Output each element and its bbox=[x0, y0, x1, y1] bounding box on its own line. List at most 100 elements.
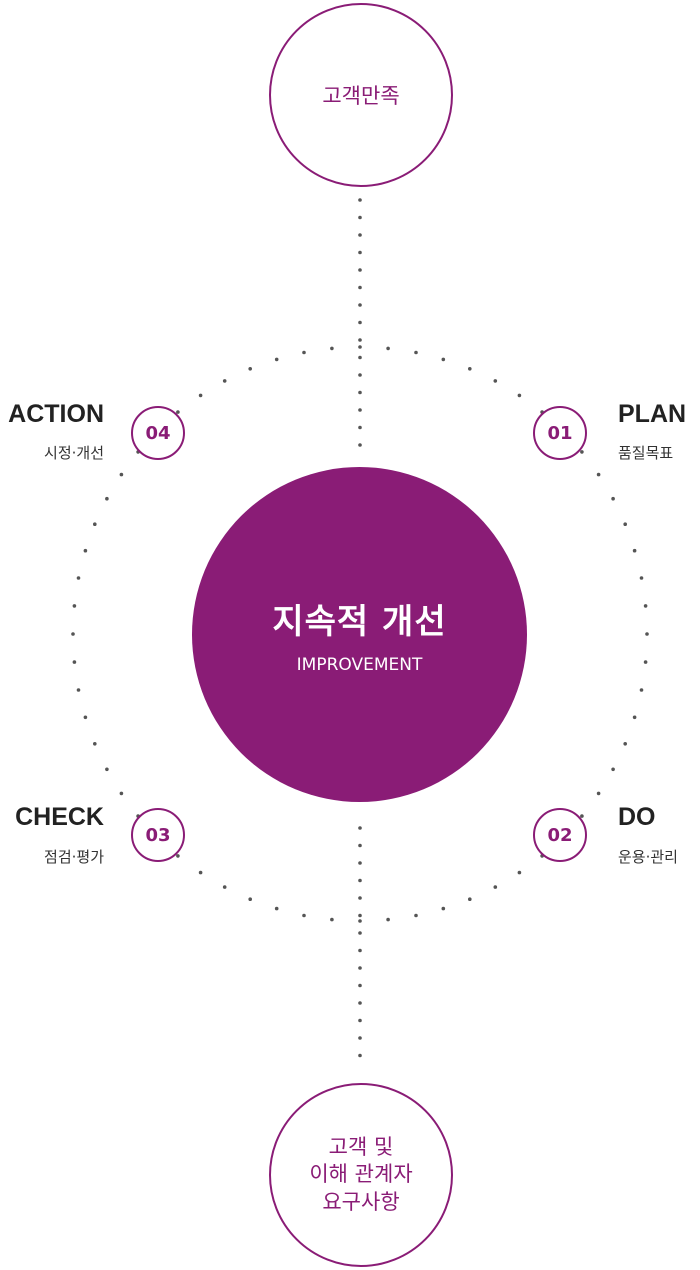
ring-dot bbox=[176, 854, 180, 858]
connector-dot bbox=[358, 443, 362, 447]
ring-dot bbox=[580, 814, 584, 818]
ring-dot bbox=[623, 742, 627, 746]
connector-dot bbox=[358, 913, 362, 918]
ring-dot bbox=[248, 367, 252, 371]
ring-dot bbox=[611, 767, 615, 772]
ring-dot bbox=[83, 548, 88, 553]
ring-dot bbox=[441, 906, 446, 911]
ring-dot bbox=[198, 393, 203, 398]
ring-dot bbox=[441, 357, 446, 362]
ring-dot bbox=[274, 357, 279, 362]
connector-dot bbox=[358, 303, 362, 307]
connector-dot bbox=[358, 931, 362, 935]
stage-desc-do: 운용·관리 bbox=[618, 848, 678, 866]
ring-dot bbox=[386, 346, 390, 351]
ring-dot bbox=[517, 870, 522, 875]
ring-dot bbox=[632, 715, 637, 720]
center-subtitle: IMPROVEMENT bbox=[296, 655, 423, 675]
bottom-node-label: 고객 및 이해 관계자 요구사항 bbox=[309, 1134, 412, 1216]
stage-badge-check: 03 bbox=[131, 808, 185, 862]
ring-dot bbox=[105, 767, 109, 772]
connector-dot bbox=[358, 843, 362, 848]
ring-dot bbox=[93, 742, 97, 746]
connector-dot bbox=[358, 966, 362, 970]
ring-dot bbox=[414, 350, 418, 355]
ring-dot bbox=[302, 913, 306, 918]
ring-dot bbox=[645, 632, 649, 636]
ring-dot bbox=[330, 917, 334, 922]
ring-dot bbox=[119, 791, 124, 796]
ring-dot bbox=[76, 688, 81, 692]
connector-dot bbox=[358, 896, 362, 900]
center-title: 지속적 개선 bbox=[272, 602, 447, 642]
stage-number: 04 bbox=[145, 422, 171, 444]
ring-dot bbox=[83, 715, 88, 720]
dotted-line-bottom bbox=[358, 826, 362, 1058]
stage-number: 02 bbox=[547, 824, 573, 846]
connector-dot bbox=[358, 408, 362, 412]
connector-dot bbox=[358, 983, 362, 988]
ring-dot bbox=[72, 604, 77, 608]
ring-dot bbox=[302, 350, 306, 355]
connector-dot bbox=[358, 390, 362, 395]
ring-dot bbox=[611, 496, 615, 501]
bottom-node-line-2: 이해 관계자 bbox=[309, 1162, 413, 1187]
stage-title-plan: PLAN bbox=[618, 400, 687, 428]
ring-dot bbox=[274, 906, 279, 911]
connector-dot bbox=[358, 425, 362, 430]
top-node-label: 고객만족 bbox=[322, 84, 400, 108]
ring-dot bbox=[493, 379, 498, 383]
stage-desc-check: 점검·평가 bbox=[44, 848, 104, 866]
connector-dot bbox=[358, 198, 362, 202]
ring-dot bbox=[198, 870, 203, 875]
stage-number: 03 bbox=[145, 824, 171, 846]
connector-dot bbox=[358, 1053, 362, 1058]
ring-dot bbox=[72, 660, 77, 664]
stage-title-do: DO bbox=[618, 803, 656, 831]
connector-dot bbox=[358, 1001, 362, 1005]
ring-dot bbox=[643, 660, 648, 664]
connector-dot bbox=[358, 878, 362, 883]
ring-dot bbox=[468, 897, 472, 901]
stage-badge-do: 02 bbox=[533, 808, 587, 862]
connector-dot bbox=[358, 250, 362, 255]
ring-dot bbox=[639, 576, 644, 580]
connector-dot bbox=[358, 948, 362, 953]
dotted-line-top bbox=[358, 198, 362, 447]
stage-desc-plan: 품질목표 bbox=[618, 444, 674, 462]
ring-dot bbox=[386, 917, 390, 922]
dotted-cycle-ring bbox=[71, 345, 649, 923]
connector-dot bbox=[358, 861, 362, 865]
ring-dot bbox=[119, 472, 124, 477]
connector-dot bbox=[358, 1018, 362, 1023]
stage-title-action: ACTION bbox=[8, 400, 104, 428]
top-node-circle: 고객만족 bbox=[269, 3, 453, 187]
ring-dot bbox=[358, 919, 362, 923]
stage-desc-action: 시정·개선 bbox=[44, 444, 104, 462]
stage-badge-plan: 01 bbox=[533, 406, 587, 460]
ring-dot bbox=[76, 576, 81, 580]
connector-dot bbox=[358, 233, 362, 237]
ring-dot bbox=[414, 913, 418, 918]
ring-dot bbox=[222, 379, 227, 383]
ring-dot bbox=[643, 604, 648, 608]
ring-dot bbox=[632, 548, 637, 553]
ring-dot bbox=[358, 345, 362, 349]
connector-dot bbox=[358, 373, 362, 377]
ring-dot bbox=[468, 367, 472, 371]
stage-title-check: CHECK bbox=[15, 803, 104, 831]
ring-dot bbox=[248, 897, 252, 901]
bottom-node-line-1: 고객 및 bbox=[328, 1135, 394, 1160]
bottom-node-circle: 고객 및 이해 관계자 요구사항 bbox=[269, 1083, 453, 1267]
connector-dot bbox=[358, 285, 362, 290]
stage-badge-action: 04 bbox=[131, 406, 185, 460]
connector-dot bbox=[358, 338, 362, 342]
ring-dot bbox=[580, 450, 584, 454]
ring-dot bbox=[222, 885, 227, 889]
connector-dot bbox=[358, 268, 362, 272]
ring-dot bbox=[517, 393, 522, 398]
connector-dot bbox=[358, 320, 362, 325]
connector-dot bbox=[358, 1036, 362, 1040]
ring-dot bbox=[330, 346, 334, 351]
